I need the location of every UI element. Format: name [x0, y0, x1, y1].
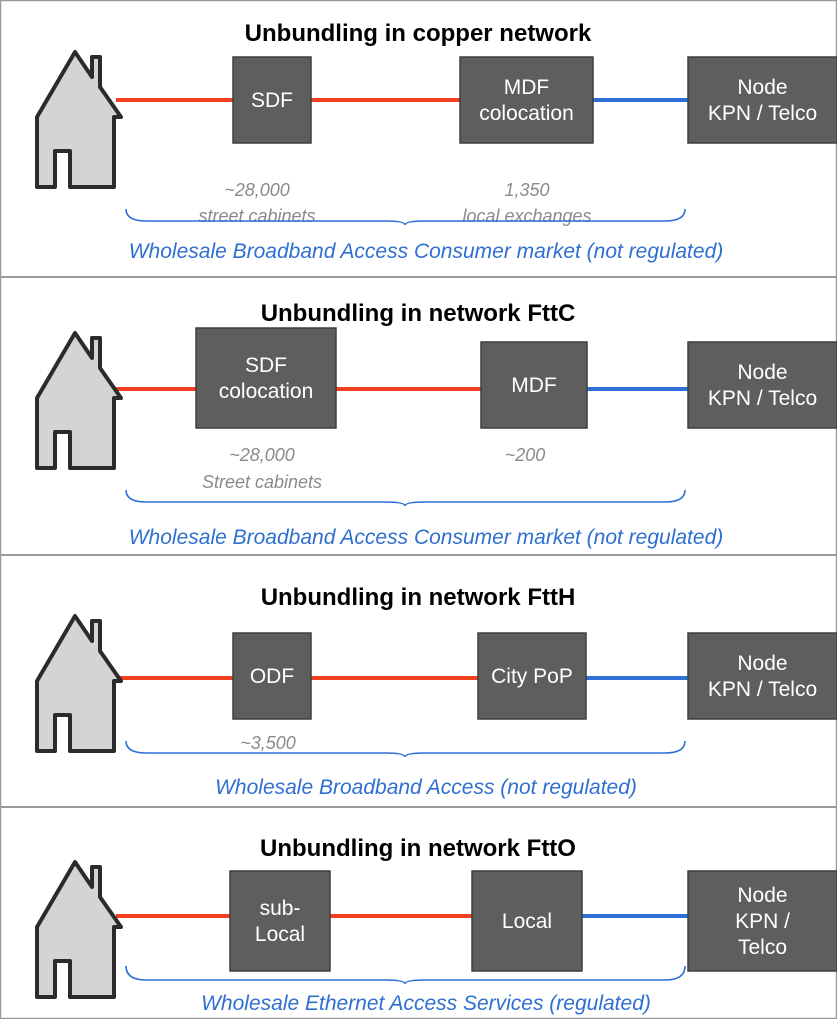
- operator-node-box-label: KPN /: [735, 910, 790, 933]
- location-count-note: ~28,000: [224, 180, 290, 200]
- location-count-note: ~3,500: [240, 733, 296, 753]
- distribution-frame-box: sub- Local: [229, 870, 331, 972]
- distribution-frame-box: SDF: [232, 56, 312, 144]
- exchange-box: MDF colocation: [459, 56, 594, 144]
- market-label: Wholesale Broadband Access (not regulate…: [215, 776, 637, 799]
- market-brace: [125, 208, 686, 226]
- panel-title: Unbundling in network FttO: [260, 835, 576, 862]
- distribution-frame-box: ODF: [232, 632, 312, 720]
- panel-title: Unbundling in copper network: [245, 20, 592, 47]
- market-brace: [125, 740, 686, 758]
- market-label: Wholesale Ethernet Access Services (regu…: [201, 992, 651, 1015]
- panel-3: Unbundling in network FttH ODF City PoP Nod…: [35, 584, 837, 799]
- panel-4: Unbundling in network FttOsub-LocalLocal…: [35, 835, 837, 1015]
- location-count-note: ~28,000: [229, 445, 295, 465]
- panel-title: Unbundling in network FttC: [261, 300, 576, 327]
- operator-node-box-label: Node: [737, 361, 787, 384]
- location-count-note: street cabinets: [198, 206, 315, 226]
- distribution-frame-box-label: ODF: [250, 665, 294, 688]
- exchange-box-label: City PoP: [491, 665, 573, 688]
- location-count-note: ~200: [505, 445, 546, 465]
- exchange-box-label: MDF: [511, 374, 557, 397]
- exchange-box: Local: [471, 870, 583, 972]
- operator-node-box-label: Node: [737, 884, 787, 907]
- distribution-frame-box: SDF colocation: [195, 327, 337, 429]
- location-count-note: Street cabinets: [202, 472, 322, 492]
- distribution-frame-box-label: sub-: [260, 897, 301, 920]
- panel-2: Unbundling in network FttC SDF colocation M…: [35, 300, 837, 549]
- market-brace: [125, 965, 686, 985]
- panel-title: Unbundling in network FttH: [261, 584, 576, 611]
- market-label: Wholesale Broadband Access Consumer mark…: [129, 526, 724, 549]
- operator-node-box-label: Node: [737, 652, 787, 675]
- operator-node-box-label: KPN / Telco: [708, 102, 817, 125]
- exchange-box-label: colocation: [479, 102, 574, 125]
- house-icon: [35, 331, 123, 470]
- distribution-frame-box-label: Local: [255, 923, 305, 946]
- exchange-box: City PoP: [477, 632, 587, 720]
- exchange-box-label: MDF: [504, 76, 550, 99]
- location-count-note: local exchanges: [462, 206, 591, 226]
- market-label: Wholesale Broadband Access Consumer mark…: [129, 240, 724, 263]
- distribution-frame-box-label: SDF: [251, 89, 293, 112]
- distribution-frame-box-label: SDF: [245, 354, 287, 377]
- exchange-box-label: Local: [502, 910, 552, 933]
- exchange-box: MDF: [480, 341, 588, 429]
- operator-node-box-label: KPN / Telco: [708, 387, 817, 410]
- house-icon: [35, 614, 123, 753]
- distribution-frame-box-label: colocation: [219, 380, 314, 403]
- house-icon: [35, 50, 123, 189]
- operator-node-box-label: Telco: [738, 936, 787, 959]
- location-count-note: 1,350: [504, 180, 549, 200]
- market-brace: [125, 489, 686, 507]
- operator-node-box-label: Node: [737, 76, 787, 99]
- house-icon: [35, 860, 123, 999]
- operator-node-box-label: KPN / Telco: [708, 678, 817, 701]
